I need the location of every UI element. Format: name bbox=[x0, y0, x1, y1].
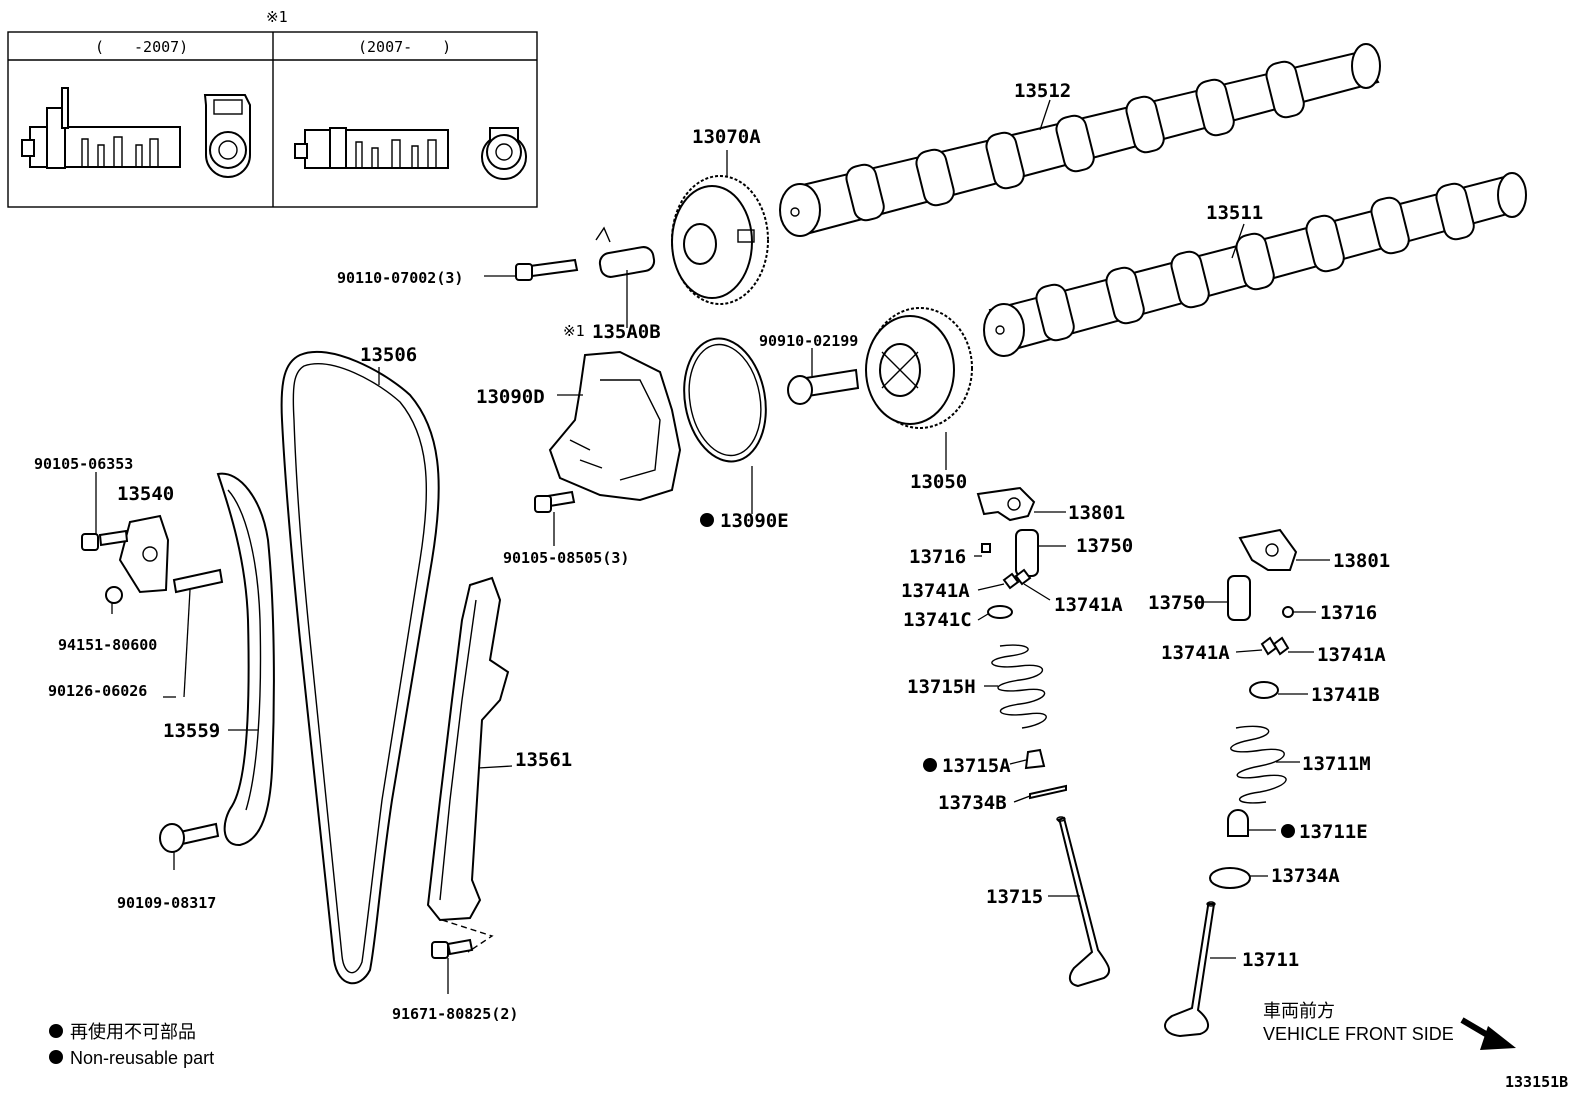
seal-13711E bbox=[1227, 809, 1249, 837]
label-13711M: 13711M bbox=[1302, 753, 1371, 775]
keepers-13741A-left bbox=[1002, 568, 1032, 590]
timing-chain-13506 bbox=[280, 350, 440, 985]
label-13511: 13511 bbox=[1206, 202, 1263, 224]
cam-gear-13070A bbox=[671, 175, 769, 305]
cam-gear-13050 bbox=[865, 307, 973, 429]
leader-lines bbox=[95, 99, 1330, 994]
camshaft-13511 bbox=[983, 172, 1527, 357]
label-13711: 13711 bbox=[1242, 949, 1299, 971]
tensioner-13540 bbox=[81, 514, 224, 604]
retainer-13741C bbox=[987, 605, 1013, 619]
ocv-old-drawing bbox=[21, 87, 251, 178]
label-13540: 13540 bbox=[117, 483, 174, 505]
inset-left-header: ( -2007) bbox=[95, 38, 188, 56]
rocker-arm-13801-right bbox=[1238, 528, 1298, 571]
direction-en: VEHICLE FRONT SIDE bbox=[1263, 1024, 1454, 1044]
label-13801-right: 13801 bbox=[1333, 550, 1390, 572]
inset-right-header: (2007- ) bbox=[358, 38, 451, 56]
label-13750-right: 13750 bbox=[1148, 592, 1205, 614]
label-13512: 13512 bbox=[1014, 80, 1071, 102]
legend-dot-jp bbox=[49, 1024, 63, 1038]
direction-arrow-icon bbox=[1460, 1017, 1516, 1050]
label-13715: 13715 bbox=[986, 886, 1043, 908]
lash-adjuster-13750-left bbox=[1015, 529, 1039, 577]
label-13559: 13559 bbox=[163, 720, 220, 742]
ocv-new-drawing bbox=[294, 127, 527, 180]
inset-box: ※1 ( -2007) (2007- ) bbox=[7, 8, 538, 208]
legend-jp: 再使用不可部品 bbox=[70, 1022, 196, 1042]
bolt-91671-80825 bbox=[431, 938, 474, 959]
non-reusable-dot-13711E bbox=[1281, 824, 1295, 838]
label-90110-07002: 90110-07002(3) bbox=[337, 269, 463, 287]
label-13741C: 13741C bbox=[903, 609, 972, 631]
label-13090D: 13090D bbox=[476, 386, 545, 408]
non-reusable-dot-13090E bbox=[700, 513, 714, 527]
label-13716-left: 13716 bbox=[909, 546, 966, 568]
label-91671-80825: 91671-80825(2) bbox=[392, 1005, 518, 1023]
gasket-13090E bbox=[683, 337, 767, 463]
label-13750-left: 13750 bbox=[1076, 535, 1133, 557]
label-90910-02199: 90910-02199 bbox=[759, 332, 858, 350]
lash-adjuster-13750-right bbox=[1227, 575, 1251, 621]
label-13741B: 13741B bbox=[1311, 684, 1380, 706]
bolt-90105-08505 bbox=[534, 490, 576, 513]
bolt-90910-02199 bbox=[787, 368, 860, 405]
diagram-id: 133151B bbox=[1505, 1073, 1568, 1091]
shim-13734B bbox=[1029, 784, 1067, 800]
part-labels: 13512 13511 13070A 90110-07002(3) ※1 135… bbox=[34, 80, 1390, 1023]
valve-13715 bbox=[1056, 816, 1111, 988]
label-13716-right: 13716 bbox=[1320, 602, 1377, 624]
label-13734A: 13734A bbox=[1271, 865, 1340, 887]
tensioner-arm-13559 bbox=[216, 472, 275, 847]
label-13801-left: 13801 bbox=[1068, 502, 1125, 524]
chain-guide-13561 bbox=[426, 576, 510, 953]
label-90109-08317: 90109-08317 bbox=[117, 894, 216, 912]
label-13506: 13506 bbox=[360, 344, 417, 366]
label-90105-06353: 90105-06353 bbox=[34, 455, 133, 473]
cover-13090D bbox=[548, 350, 682, 502]
valve-13711 bbox=[1164, 901, 1216, 1038]
label-13715H: 13715H bbox=[907, 676, 976, 698]
label-90126-06026: 90126-06026 bbox=[48, 682, 147, 700]
bolt-90110-07002 bbox=[515, 258, 579, 281]
retainer-13741B bbox=[1249, 681, 1279, 699]
oil-control-valve-135A0B bbox=[595, 226, 656, 278]
vehicle-front-direction: 車両前方 VEHICLE FRONT SIDE bbox=[1263, 1001, 1516, 1050]
inset-mark: ※1 bbox=[266, 8, 288, 26]
label-13561: 13561 bbox=[515, 749, 572, 771]
legend-dot-en bbox=[49, 1050, 63, 1064]
bolt-90109-08317 bbox=[159, 822, 220, 853]
rocker-arm-13801-left bbox=[976, 486, 1036, 522]
legend-en: Non-reusable part bbox=[70, 1048, 214, 1068]
label-13741A-left-1: 13741A bbox=[901, 580, 970, 602]
label-94151-80600: 94151-80600 bbox=[58, 636, 157, 654]
spring-13711M bbox=[1230, 725, 1287, 804]
label-13741A-right-2: 13741A bbox=[1317, 644, 1386, 666]
seal-13715A bbox=[1024, 748, 1046, 770]
label-13050: 13050 bbox=[910, 471, 967, 493]
label-13734B: 13734B bbox=[938, 792, 1007, 814]
camshaft-13512 bbox=[779, 43, 1381, 237]
label-13715A: 13715A bbox=[942, 755, 1011, 777]
label-135A0B-mark: ※1 bbox=[563, 322, 585, 340]
direction-jp: 車両前方 bbox=[1263, 1001, 1335, 1021]
label-13090E: 13090E bbox=[720, 510, 789, 532]
label-13070A: 13070A bbox=[692, 126, 761, 148]
label-13711E: 13711E bbox=[1299, 821, 1368, 843]
cap-13716-right bbox=[1282, 606, 1294, 618]
spring-13715H bbox=[991, 644, 1047, 729]
label-90105-08505: 90105-08505(3) bbox=[503, 549, 629, 567]
legend: 再使用不可部品 Non-reusable part bbox=[49, 1022, 214, 1068]
label-13741A-left-2: 13741A bbox=[1054, 594, 1123, 616]
label-135A0B: 135A0B bbox=[592, 321, 661, 343]
keepers-13741A-right bbox=[1260, 636, 1290, 656]
cap-13716-left bbox=[981, 543, 991, 553]
label-13741A-right-1: 13741A bbox=[1161, 642, 1230, 664]
washer-13734A bbox=[1209, 867, 1251, 889]
non-reusable-dot-13715A bbox=[923, 758, 937, 772]
